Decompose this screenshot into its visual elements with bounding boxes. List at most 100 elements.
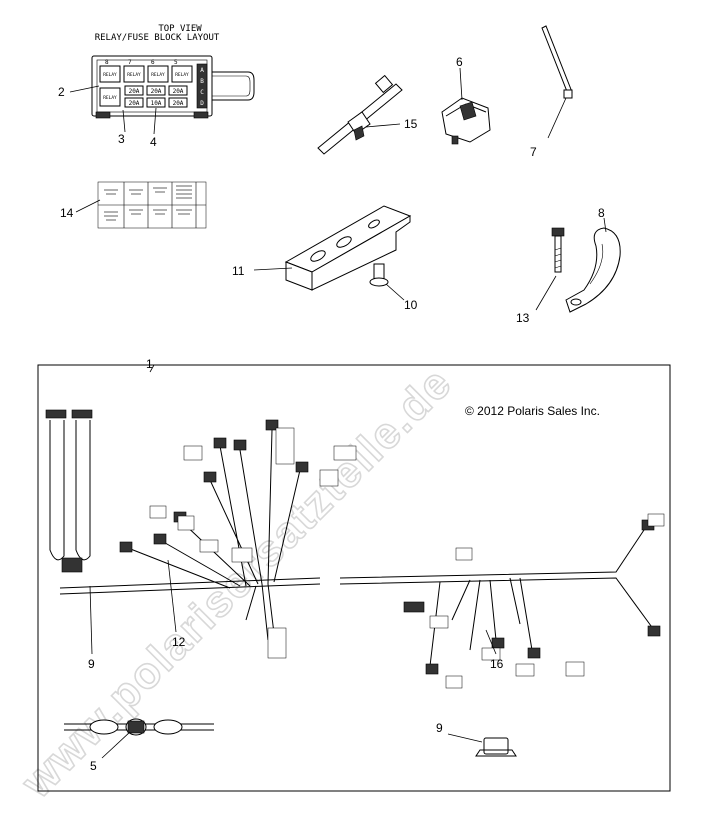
- fuse-block-tab: [95, 111, 111, 119]
- leader-line: [603, 217, 607, 233]
- callout-8: 8: [598, 206, 605, 220]
- fuse-slot: [168, 85, 188, 96]
- push-rivet: [369, 263, 389, 287]
- bracket-hole: [310, 250, 326, 262]
- fuse-slot: [146, 85, 166, 96]
- leader-line: [75, 199, 101, 213]
- connector: [153, 533, 167, 545]
- callout-12: 12: [172, 635, 186, 649]
- cable-tie-clip: [317, 74, 403, 155]
- row-letter: C: [200, 89, 204, 96]
- row-letter: B: [200, 78, 204, 85]
- connector: [265, 419, 279, 431]
- fuse-block-side-strip: [196, 63, 208, 109]
- fuse-block-layout: TOP VIEW RELAY/FUSE BLOCK LAYOUT 8 7 6 5…: [91, 24, 255, 119]
- leader-line: [101, 731, 131, 759]
- relay-label: RELAY: [127, 72, 141, 78]
- fuse-block-latch: [212, 71, 255, 101]
- main-harness-left: [45, 409, 357, 659]
- callout-16: 16: [490, 657, 504, 671]
- harness-branches: [127, 429, 301, 589]
- clip-latch: [459, 101, 477, 121]
- tie-clip: [347, 111, 371, 135]
- fuse-label: 20A: [129, 88, 140, 95]
- connector: [119, 541, 133, 553]
- connector: [213, 437, 227, 449]
- connector: [233, 439, 247, 451]
- harness-trunk: [59, 577, 321, 589]
- leader-line: [167, 559, 177, 633]
- relay-label: RELAY: [151, 72, 165, 78]
- harness-trunk: [339, 523, 649, 579]
- callout-9-bottom: 9: [436, 721, 443, 735]
- callout-15: 15: [404, 117, 418, 131]
- callout-14: 14: [60, 206, 74, 220]
- bolt-head: [551, 227, 565, 237]
- connector: [425, 663, 439, 675]
- callout-1: 1: [146, 357, 153, 371]
- fuse-slot: [168, 97, 188, 108]
- p-clamp: [565, 227, 621, 313]
- clip-stud: [451, 135, 459, 145]
- callout-4: 4: [150, 135, 157, 149]
- harness-trunk: [59, 583, 321, 595]
- callout-6: 6: [456, 55, 463, 69]
- fuse-slot: [146, 97, 166, 108]
- fuse-block-title-2: RELAY/FUSE BLOCK LAYOUT: [95, 33, 220, 43]
- fuse-top-num-3: 6: [151, 59, 155, 66]
- clamp-inner: [589, 243, 604, 285]
- harness-trunk: [339, 577, 655, 631]
- callout-3: 3: [118, 132, 125, 146]
- bracket-hole: [336, 236, 352, 248]
- fuse-holder-half: [89, 719, 119, 735]
- tie-strap: [317, 83, 403, 155]
- fuse-block-latch-inner: [212, 75, 251, 97]
- leader-line: [153, 107, 157, 135]
- sticker-text-marks: [104, 185, 192, 221]
- wire-tags: [149, 427, 357, 659]
- relay-bracket: [284, 205, 412, 291]
- fuse-label: 20A: [129, 100, 140, 107]
- bolt-threads: [554, 247, 562, 269]
- callout-5: 5: [90, 759, 97, 773]
- connector: [647, 625, 661, 637]
- wire-tags: [429, 513, 665, 689]
- leader-line: [122, 109, 126, 133]
- leader-line: [253, 267, 293, 271]
- leader-line: [547, 97, 567, 139]
- tie-head: [374, 74, 394, 94]
- harness-loop: [49, 420, 65, 561]
- fuse-label-sticker: [97, 181, 207, 229]
- leader-line: [69, 85, 100, 93]
- relay-slot: [99, 87, 121, 107]
- fuse-holder-half: [153, 719, 183, 735]
- leader-line: [485, 629, 497, 655]
- rivet-head: [369, 277, 389, 287]
- fuse-block-title-1: TOP VIEW: [158, 24, 202, 34]
- relay-slot: [171, 65, 193, 83]
- harness-branches: [429, 577, 533, 667]
- connector: [491, 637, 505, 649]
- row-letter: A: [200, 67, 204, 74]
- cap-flange: [475, 749, 517, 757]
- copyright-text: © 2012 Polaris Sales Inc.: [465, 404, 600, 418]
- callout-2: 2: [58, 85, 65, 99]
- relay-slot: [147, 65, 169, 83]
- row-letter: D: [200, 100, 204, 107]
- relay-label: RELAY: [103, 95, 117, 101]
- leader-line: [365, 123, 401, 128]
- fuse-slot: [124, 85, 144, 96]
- relay-label: RELAY: [103, 72, 117, 78]
- leader-line: [447, 733, 483, 743]
- connector: [203, 471, 217, 483]
- relay-slot: [123, 65, 145, 83]
- connector: [45, 409, 67, 419]
- main-harness-right: [339, 513, 665, 689]
- callout-9-top: 9: [88, 657, 95, 671]
- leader-line: [535, 275, 557, 311]
- fuse-top-num-2: 7: [128, 59, 132, 66]
- bracket-hole: [368, 219, 380, 229]
- fuse-label: 20A: [173, 100, 184, 107]
- fuse-slot: [124, 97, 144, 108]
